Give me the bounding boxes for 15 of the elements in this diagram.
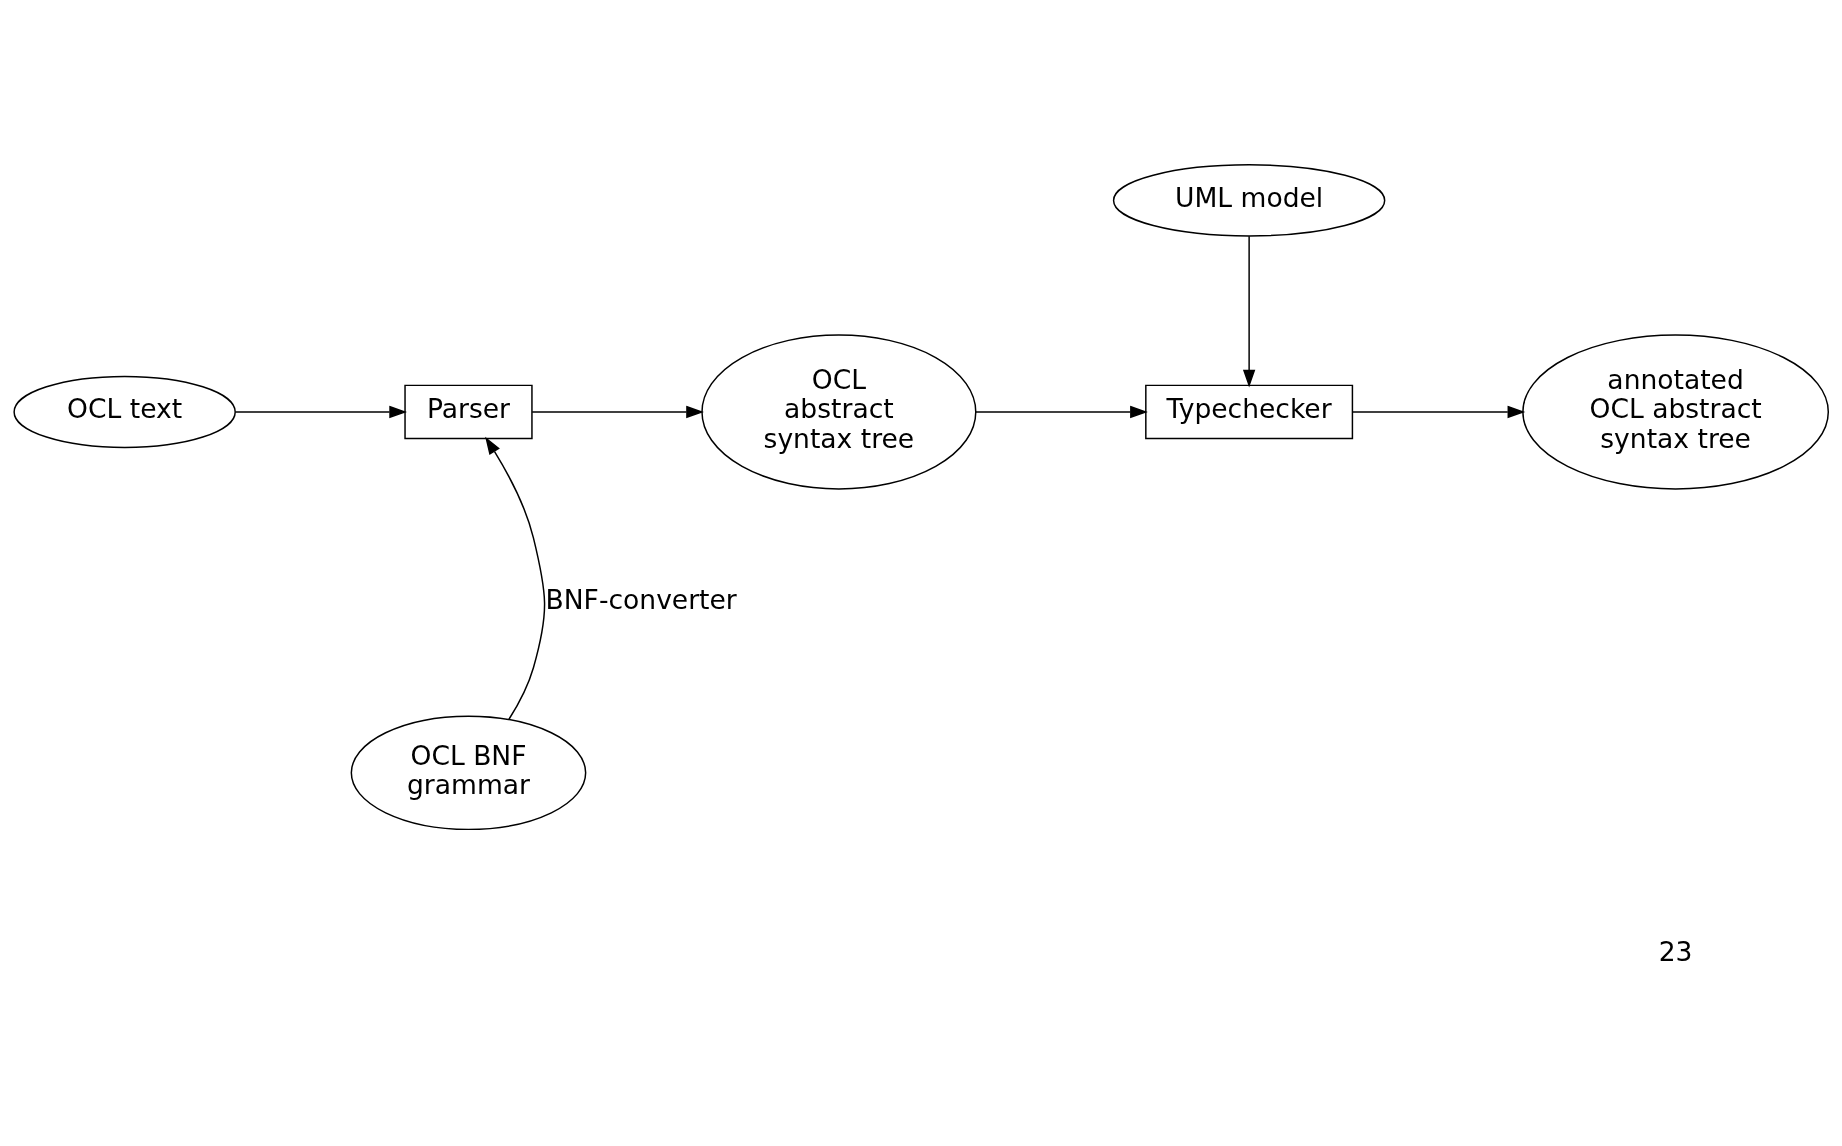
arrow (975, 405, 1148, 419)
arrow (1242, 235, 1256, 388)
node-box: Parser (404, 384, 533, 440)
node-ellipse: annotated OCL abstract syntax tree (1522, 334, 1830, 490)
arrow (531, 405, 704, 419)
node-box: Typechecker (1145, 384, 1354, 440)
arrow (485, 436, 546, 721)
node-ellipse: UML model (1112, 164, 1386, 237)
node-ellipse: OCL BNF grammar (350, 715, 587, 831)
arrow (234, 405, 407, 419)
edge-label: BNF-converter (545, 584, 737, 616)
node-ellipse: OCL abstract syntax tree (701, 334, 977, 490)
arrow (1352, 405, 1526, 419)
node-ellipse: OCL text (13, 375, 236, 449)
label: 23 (1658, 936, 1693, 968)
